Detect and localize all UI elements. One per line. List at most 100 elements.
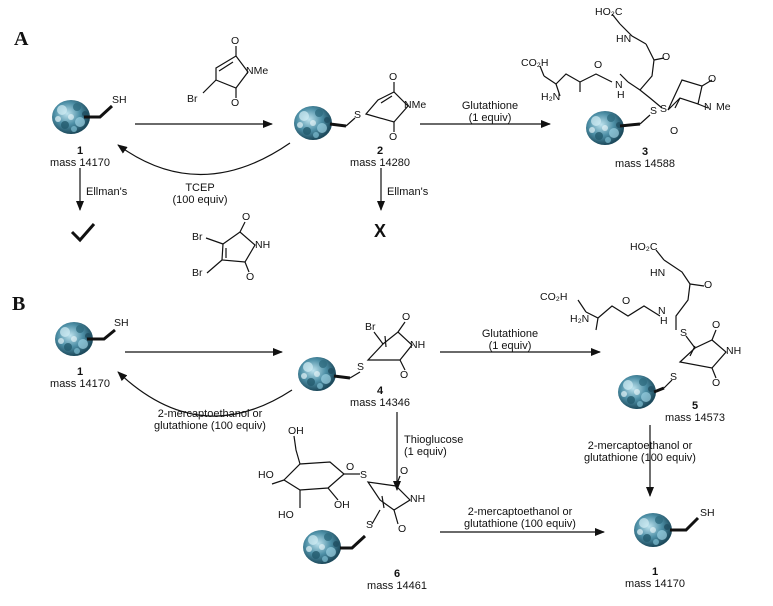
- atom-sh-1a: SH: [112, 94, 127, 106]
- atom-s-4: S: [357, 361, 365, 373]
- protein-3: [586, 111, 624, 145]
- atom-s-2: S: [354, 109, 362, 121]
- check-icon: [70, 223, 96, 243]
- reagent-glutathione-b-equiv: (1 equiv): [488, 340, 532, 352]
- compound-3-mass: mass 14588: [615, 158, 675, 170]
- reagent-mercapto-b1-equiv: glutathione (100 equiv): [154, 420, 266, 432]
- reagent-glutathione-a-equiv: (1 equiv): [468, 112, 512, 124]
- protein-1c: [634, 513, 672, 547]
- atom-ho-6-left: HO: [258, 469, 274, 481]
- atom-br-4: Br: [365, 321, 376, 333]
- compound-1b-mass: mass 14170: [50, 378, 110, 390]
- atom-s-3-bot: S: [650, 105, 658, 117]
- atom-nh-dbm: NH: [255, 239, 271, 251]
- atom-o-3-bot: O: [670, 125, 679, 137]
- atom-sh-1c: SH: [700, 507, 715, 519]
- compound-1a-mass: mass 14170: [50, 157, 110, 169]
- atom-co2h-5: CO₂H: [540, 291, 568, 303]
- atom-o-bm-top: O: [231, 35, 240, 47]
- reagent-mercapto-b2-equiv: glutathione (100 equiv): [584, 452, 696, 464]
- atom-o-dbm-bot: O: [246, 271, 255, 283]
- atom-me-3: Me: [716, 101, 731, 113]
- atom-s-5-top: S: [680, 327, 688, 339]
- atom-o-6-top: O: [400, 465, 409, 477]
- atom-o-3-amide: O: [662, 51, 671, 63]
- atom-o-6-bot: O: [398, 523, 407, 535]
- atom-oh-6-bot: OH: [334, 499, 350, 511]
- atom-br-dbm-1: Br: [192, 231, 203, 243]
- atom-oh-6-top: OH: [288, 425, 304, 437]
- compound-6-number: 6: [393, 568, 401, 580]
- reagent-mercapto-b3-equiv: glutathione (100 equiv): [464, 518, 576, 530]
- atom-n-3-imide: N: [704, 101, 712, 113]
- atom-ho2c-5: HO₂C: [630, 241, 658, 253]
- atom-hn-3: HN: [616, 33, 632, 45]
- compound-1c-number: 1: [651, 566, 659, 578]
- compound-5-mass: mass 14573: [665, 412, 725, 424]
- reagent-tcep-equiv: (100 equiv): [172, 194, 228, 206]
- atom-nh-6: NH: [410, 493, 426, 505]
- atom-o-5-top: O: [712, 319, 721, 331]
- atom-o-3-top: O: [708, 73, 717, 85]
- atom-s-5-bot: S: [670, 371, 678, 383]
- atom-o-6-ring: O: [346, 461, 355, 473]
- compound-4-mass: mass 14346: [350, 397, 410, 409]
- compound-1c-mass: mass 14170: [625, 578, 685, 590]
- reagent-thioglucose-equiv: (1 equiv): [404, 446, 447, 458]
- panel-label-a: A: [14, 28, 29, 50]
- atom-o-4-top: O: [402, 311, 411, 323]
- atom-o-2-top: O: [389, 71, 398, 83]
- atom-o-5-chain: O: [622, 295, 631, 307]
- atom-br-bm: Br: [187, 93, 198, 105]
- reagent-mercapto-b1: 2-mercaptoethanol or: [157, 408, 263, 420]
- reagent-glutathione-b: Glutathione: [481, 328, 539, 340]
- protein-5: [618, 375, 656, 409]
- protein-2: [294, 106, 332, 140]
- reagent-glutathione-a: Glutathione: [461, 100, 519, 112]
- atom-nh-4: NH: [410, 339, 426, 351]
- atom-o-3-chain: O: [594, 59, 603, 71]
- atom-n-5: N: [658, 305, 666, 317]
- reagent-thioglucose: Thioglucose: [404, 434, 464, 446]
- atom-h2n-3: H₂N: [541, 91, 561, 103]
- atom-s-3-top: S: [660, 103, 668, 115]
- compound-6-mass: mass 14461: [367, 580, 427, 592]
- atom-o-4-bot: O: [400, 369, 409, 381]
- reagent-tcep: TCEP: [185, 182, 215, 194]
- atom-h2n-5: H₂N: [570, 313, 590, 325]
- compound-2-number: 2: [376, 145, 384, 157]
- atom-ho2c-3: HO₂C: [595, 6, 623, 18]
- atom-o-2-bot: O: [389, 131, 398, 143]
- atom-nme-bm: NMe: [246, 65, 269, 77]
- atom-nh-5: NH: [726, 345, 742, 357]
- atom-h-3: H: [617, 89, 625, 101]
- atom-nme-2: NMe: [404, 99, 427, 111]
- atom-o-dbm-top: O: [242, 211, 251, 223]
- compound-5-number: 5: [691, 400, 699, 412]
- atom-o-5-amide: O: [704, 279, 713, 291]
- atom-br-dbm-2: Br: [192, 267, 203, 279]
- atom-n-3: N: [615, 79, 623, 91]
- reagent-mercapto-b2: 2-mercaptoethanol or: [587, 440, 693, 452]
- atom-h-5: H: [660, 315, 668, 327]
- protein-4: [298, 357, 336, 391]
- panel-label-b: B: [12, 293, 26, 315]
- negative-result: X: [374, 221, 387, 241]
- compound-4-number: 4: [376, 385, 384, 397]
- atom-o-bm-bot: O: [231, 97, 240, 109]
- atom-co2h-3: CO₂H: [521, 57, 549, 69]
- reagent-ellmans-2: Ellman's: [387, 186, 429, 198]
- atom-hn-5: HN: [650, 267, 666, 279]
- reagent-ellmans-1: Ellman's: [86, 186, 128, 198]
- atom-ho-6-bot: HO: [278, 509, 294, 521]
- protein-6: [303, 530, 341, 564]
- atom-sh-1b: SH: [114, 317, 129, 329]
- atom-o-5-bot: O: [712, 377, 721, 389]
- compound-1b-number: 1: [76, 366, 84, 378]
- compound-2-mass: mass 14280: [350, 157, 410, 169]
- atom-s-6-top: S: [360, 469, 368, 481]
- reagent-mercapto-b3: 2-mercaptoethanol or: [467, 506, 573, 518]
- compound-1a-number: 1: [76, 145, 84, 157]
